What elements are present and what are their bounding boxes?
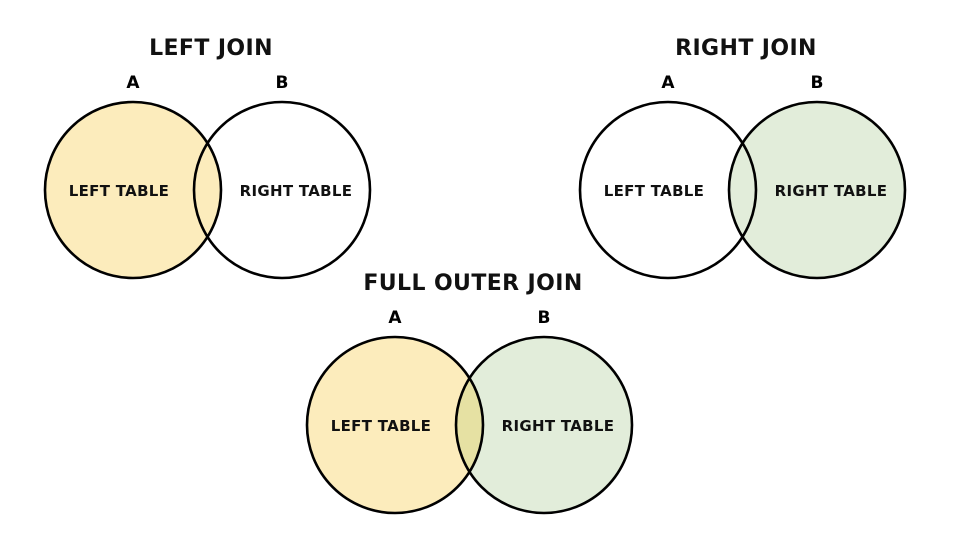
right-join-title: RIGHT JOIN	[675, 36, 817, 61]
left-join-diagram: LEFT JOIN A B LEFT TABLE RIGHT TABLE	[43, 36, 372, 280]
full-outer-join-circle-a-outline[interactable]	[305, 335, 485, 515]
full-outer-join-title: FULL OUTER JOIN	[363, 271, 582, 296]
right-join-circle-a-outline[interactable]	[578, 100, 758, 280]
right-join-left-table-label: LEFT TABLE	[604, 182, 704, 200]
right-join-label-b: B	[811, 73, 824, 93]
right-join-diagram: RIGHT JOIN A B LEFT TABLE RIGHT TABLE	[578, 36, 907, 280]
full-outer-join-diagram: FULL OUTER JOIN A B LEFT TABLE RIGHT TAB…	[305, 271, 634, 515]
right-join-right-table-label: RIGHT TABLE	[775, 182, 888, 200]
left-join-title: LEFT JOIN	[149, 36, 273, 61]
full-outer-join-circle-a-fill	[307, 337, 483, 513]
full-outer-join-label-b: B	[538, 308, 551, 328]
full-outer-join-circle-b-outline[interactable]	[454, 335, 634, 515]
full-outer-join-left-table-label: LEFT TABLE	[331, 417, 431, 435]
right-join-circle-b-outline[interactable]	[727, 100, 907, 280]
right-join-label-a: A	[661, 73, 675, 93]
full-outer-join-right-table-label: RIGHT TABLE	[502, 417, 615, 435]
left-join-circle-a-fill	[45, 102, 221, 278]
full-outer-join-label-a: A	[388, 308, 402, 328]
left-join-left-table-label: LEFT TABLE	[69, 182, 169, 200]
left-join-right-table-label: RIGHT TABLE	[240, 182, 353, 200]
left-join-label-b: B	[276, 73, 289, 93]
right-join-circle-b-fill	[729, 102, 905, 278]
full-outer-join-circle-b-fill	[456, 337, 632, 513]
left-join-label-a: A	[126, 73, 140, 93]
left-join-circle-b-outline[interactable]	[192, 100, 372, 280]
left-join-circle-a-outline[interactable]	[43, 100, 223, 280]
